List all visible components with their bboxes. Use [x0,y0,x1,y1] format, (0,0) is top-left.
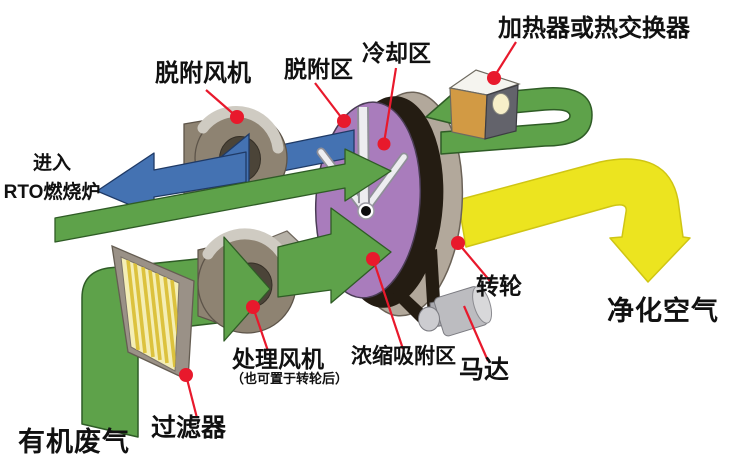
motor-label: 马达 [459,356,510,384]
waste-gas-label: 有机废气 [18,427,130,457]
desorbed-gas-arrow-front [96,132,250,216]
rto-line2: RTO燃烧炉 [3,181,101,203]
rto-destination-label: 进入 RTO燃烧炉 [2,153,102,203]
waste-gas-to-rotor-arrow [223,207,392,342]
cooling-air-arrow [54,148,392,243]
callout-lines [184,41,517,419]
clean-air-label: 净化空气 [607,296,719,326]
desorption-fan-label: 脱附风机 [155,60,251,87]
callout-dots [179,71,501,382]
adsorption-zone-label: 浓缩吸附区 [351,345,456,368]
rto-line1: 进入 [32,153,71,174]
heater-box [448,69,521,140]
desorption-zone-label: 脱附区 [284,56,353,82]
rotor-label: 转轮 [476,273,522,299]
cooling-zone-label: 冷却区 [362,40,431,66]
heater-label: 加热器或热交换器 [498,15,690,42]
belt-pulley [418,306,440,332]
heater-sight-glass [492,93,510,115]
rotor-axle [357,202,375,220]
process-fan-note: （也可置于转轮后） [231,371,349,386]
filter-panel [111,244,195,381]
process-fan-label: 处理风机 [232,346,324,372]
filter-label: 过滤器 [151,414,227,442]
motor-shape [418,286,493,337]
clean-air-arrow [457,158,691,283]
